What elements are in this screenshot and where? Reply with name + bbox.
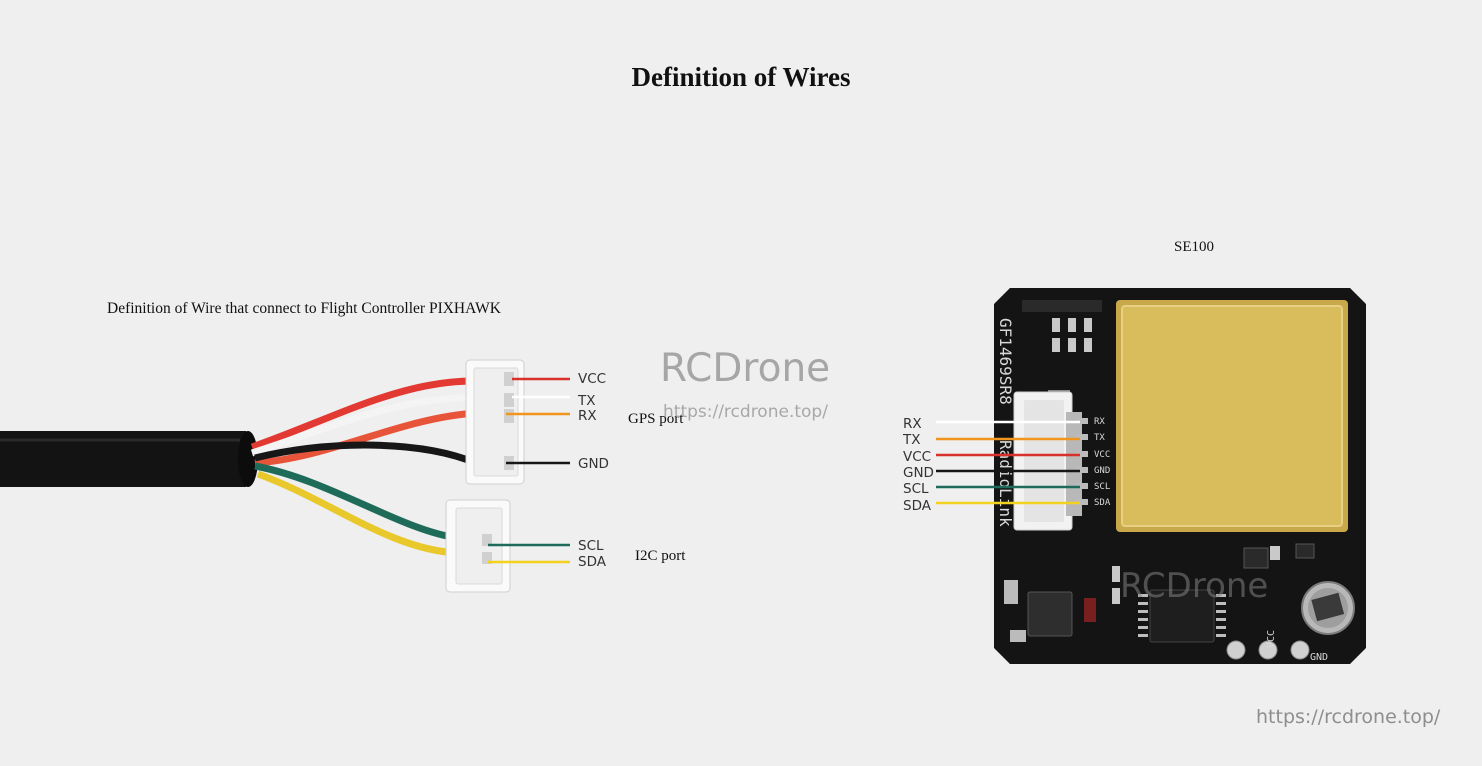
module-caption: SE100 xyxy=(1174,239,1215,255)
gps-wire-label-tx: TX xyxy=(577,393,596,409)
module-wire-label-scl: SCL xyxy=(903,481,929,497)
connector-silk-vcc: VCC xyxy=(1094,450,1110,460)
module-wire-label-rx: RX xyxy=(903,416,922,432)
wire-rx xyxy=(254,409,477,467)
i2c-connector xyxy=(445,499,511,593)
wire-gnd xyxy=(254,441,478,467)
module-wire-label-sda: SDA xyxy=(903,498,932,514)
i2c-wire-label-scl: SCL xyxy=(578,538,604,554)
gps-wire-label-rx: RX xyxy=(578,408,597,424)
connector-silk-scl: SCL xyxy=(1094,482,1110,492)
i2c-port-label: I2C port xyxy=(635,548,686,564)
module-leader-lines xyxy=(936,420,1080,505)
se100-board: GF1469SR8 RadioLink RX TX VCC GND SCL SD… xyxy=(994,288,1366,664)
brand-watermark: RCDrone xyxy=(660,346,831,391)
pad-label-vcc: VCC xyxy=(1266,630,1277,648)
module-wire-label-vcc: VCC xyxy=(903,449,931,465)
gps-connector xyxy=(465,359,525,485)
left-caption: Definition of Wire that connect to Fligh… xyxy=(107,300,501,317)
i2c-wire-label-sda: SDA xyxy=(578,554,607,570)
module-wire-label-gnd: GND xyxy=(903,465,934,481)
url-watermark: https://rcdrone.top/ xyxy=(663,402,828,422)
pad-label-gnd: GND xyxy=(1310,652,1328,663)
gps-wire-label-gnd: GND xyxy=(578,456,609,472)
board-part-number: GF1469SR8 xyxy=(996,318,1015,405)
wire-sda xyxy=(256,470,459,557)
page-title: Definition of Wires xyxy=(631,62,851,92)
connector-silk-tx: TX xyxy=(1094,433,1105,443)
gps-port-label: GPS port xyxy=(628,411,684,427)
wire-scl xyxy=(254,462,459,542)
wire-vcc xyxy=(250,377,477,451)
board-watermark: RCDrone xyxy=(1120,566,1269,606)
cable-illustration xyxy=(0,359,570,593)
wire-tx xyxy=(250,394,477,457)
gps-wire-label-vcc: VCC xyxy=(578,371,606,387)
connector-silk-rx: RX xyxy=(1094,417,1105,427)
board-maker: RadioLink xyxy=(996,440,1015,527)
module-wire-label-tx: TX xyxy=(902,432,921,448)
bottom-url-watermark: https://rcdrone.top/ xyxy=(1256,706,1441,728)
connector-silk-gnd: GND xyxy=(1094,466,1110,476)
connector-silk-sda: SDA xyxy=(1094,498,1111,508)
